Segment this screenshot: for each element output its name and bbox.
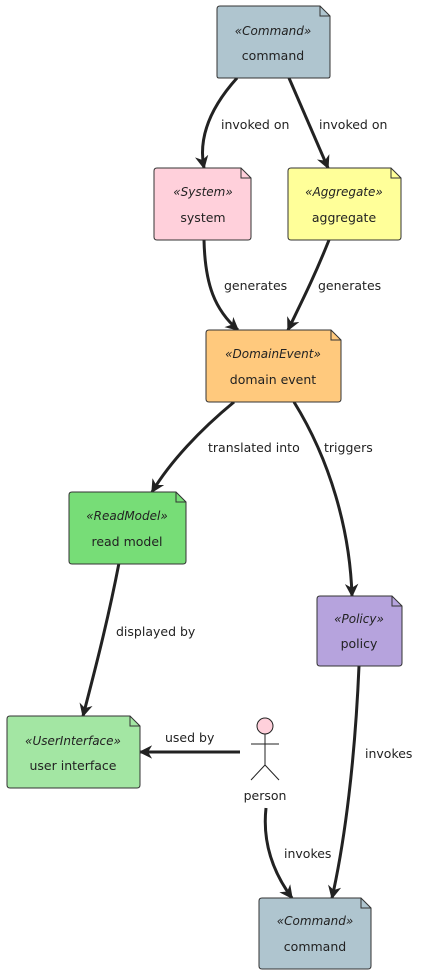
node-system-stereotype: «System»: [173, 185, 233, 199]
node-command-top-fold: [319, 6, 330, 17]
node-command-bottom-stereotype: «Command»: [277, 914, 354, 928]
edge-command-to-aggregate: [287, 77, 330, 170]
edge-event-to-policy: [292, 401, 359, 598]
edge-label-event-to-readmodel: translated into: [208, 440, 300, 455]
edge-label-person-to-command: invokes: [284, 846, 331, 861]
node-user-interface-stereotype: «UserInterface»: [25, 734, 121, 748]
node-domain-event-fold: [330, 330, 341, 341]
node-system-shape: [153, 167, 252, 241]
edge-aggregate-to-event: [286, 239, 331, 332]
node-read-model[interactable]: «ReadModel» read model: [68, 491, 187, 565]
node-command-bottom[interactable]: «Command» command: [258, 897, 372, 970]
edge-label-readmodel-to-ui: displayed by: [116, 624, 196, 639]
edge-label-person-to-ui: used by: [165, 730, 215, 745]
node-policy-label: policy: [341, 636, 378, 651]
node-aggregate[interactable]: «Aggregate» aggregate: [287, 167, 402, 241]
node-command-bottom-label: command: [284, 939, 346, 954]
edge-label-aggregate-to-event: generates: [318, 278, 381, 293]
node-domain-event[interactable]: «DomainEvent» domain event: [205, 329, 342, 403]
node-policy-stereotype: «Policy»: [334, 612, 384, 626]
node-user-interface-fold: [129, 716, 140, 727]
edge-system-to-event: [202, 239, 240, 332]
node-read-model-fold: [175, 492, 186, 503]
node-system-fold: [240, 168, 251, 179]
node-policy-fold: [391, 596, 402, 607]
node-domain-event-shape: [205, 329, 342, 403]
node-command-bottom-shape: [258, 897, 372, 970]
edge-label-event-to-policy: triggers: [324, 440, 373, 455]
edge-label-cmd-to-aggregate: invoked on: [319, 117, 387, 132]
node-user-interface[interactable]: «UserInterface» user interface: [6, 715, 141, 789]
node-system[interactable]: «System» system: [153, 167, 252, 241]
node-user-interface-label: user interface: [30, 758, 117, 773]
node-system-label: system: [180, 210, 225, 225]
edge-person-to-command: [263, 807, 294, 900]
node-policy[interactable]: «Policy» policy: [316, 595, 403, 667]
edge-label-system-to-event: generates: [224, 278, 287, 293]
actor-person-right-leg: [264, 764, 280, 781]
node-aggregate-label: aggregate: [312, 210, 377, 225]
node-domain-event-stereotype: «DomainEvent»: [225, 347, 321, 361]
actor-person-label: person: [244, 788, 287, 803]
node-command-top-stereotype: «Command»: [235, 24, 312, 38]
node-aggregate-stereotype: «Aggregate»: [305, 185, 383, 199]
edge-command-to-system: [195, 76, 239, 170]
node-command-top-shape: [216, 5, 331, 79]
node-aggregate-fold: [390, 168, 401, 179]
actor-person[interactable]: person: [244, 717, 287, 803]
node-aggregate-shape: [287, 167, 402, 241]
edge-readmodel-to-ui: [79, 562, 121, 718]
node-command-bottom-fold: [360, 898, 371, 909]
edge-policy-to-command: [328, 665, 361, 900]
edge-label-cmd-to-system: invoked on: [221, 117, 289, 132]
edge-labels: invoked on invoked on generates generate…: [116, 117, 412, 861]
edge-event-to-readmodel: [150, 400, 235, 494]
node-user-interface-shape: [6, 715, 141, 789]
node-command-top-label: command: [242, 48, 304, 63]
node-domain-event-label: domain event: [230, 372, 316, 387]
node-read-model-stereotype: «ReadModel»: [86, 509, 168, 523]
node-command-top[interactable]: «Command» command: [216, 5, 331, 79]
edge-label-policy-to-command: invokes: [365, 746, 412, 761]
node-policy-shape: [316, 595, 403, 667]
actor-person-left-leg: [250, 764, 266, 781]
actor-person-head: [256, 717, 274, 735]
node-read-model-shape: [68, 491, 187, 565]
edges: [79, 76, 361, 900]
node-read-model-label: read model: [91, 534, 162, 549]
